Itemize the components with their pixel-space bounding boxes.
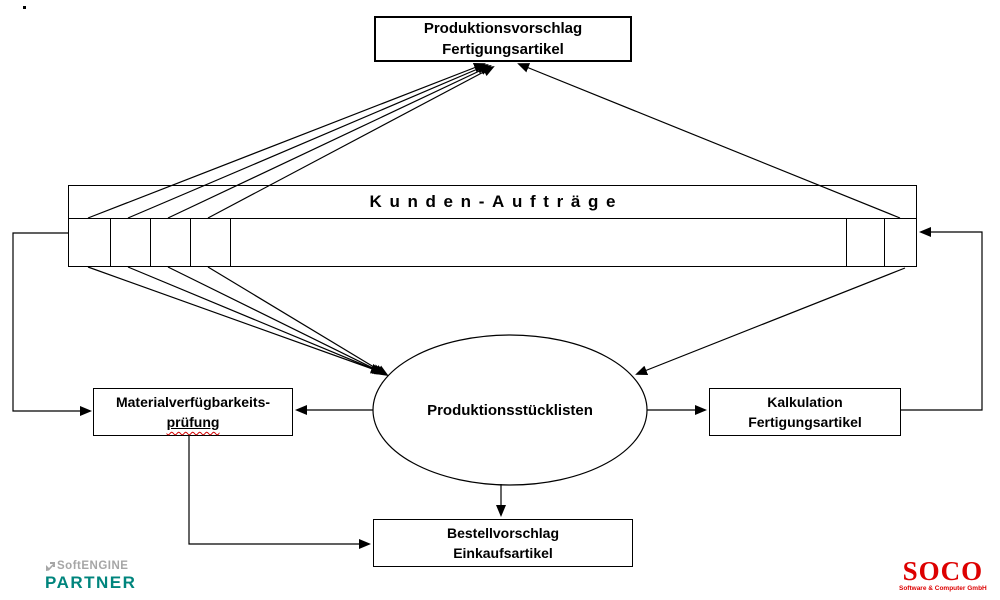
arrow-material-check-to-order-proposal	[188, 436, 371, 549]
order-cell-divider	[884, 219, 885, 266]
arrow-orders-to-material-check	[12, 232, 92, 416]
order-cell-divider	[230, 219, 231, 266]
material-availability-box: Materialverfügbarkeits- prüfung	[93, 388, 293, 436]
arrow-kalkulation-to-orders	[901, 227, 983, 411]
soco-logo: SOCO Software & Computer GmbH	[899, 558, 987, 593]
order-proposal-line2: Einkaufsartikel	[453, 545, 553, 561]
order-cell-divider	[190, 219, 191, 266]
kalkulation-box: Kalkulation Fertigungsartikel	[709, 388, 901, 436]
softengine-partner-logo: SoftENGINE PARTNER	[45, 560, 137, 592]
production-proposal-box: Produktionsvorschlag Fertigungsartikel	[374, 16, 632, 62]
soco-wordmark: SOCO	[902, 556, 984, 586]
soco-tagline: Software & Computer GmbH	[899, 585, 987, 592]
material-availability-line1: Materialverfügbarkeits-	[115, 394, 271, 410]
partner-wordmark: PARTNER	[45, 572, 137, 592]
kalkulation-line2: Fertigungsartikel	[748, 414, 862, 430]
arrows-orders-to-bom	[87, 266, 906, 377]
order-proposal-line1: Bestellvorschlag	[446, 525, 560, 541]
production-bom-label: Produktionsstücklisten	[427, 401, 593, 419]
production-proposal-line2: Fertigungsartikel	[442, 41, 564, 58]
softengine-wordmark: SoftENGINE	[57, 560, 129, 572]
customer-orders-title: Kunden-Aufträge	[69, 186, 916, 219]
northeast-arrow-icon	[45, 561, 56, 572]
spellchecked-word: prüfung	[166, 414, 220, 430]
material-availability-line2: prüfung	[167, 412, 220, 432]
production-proposal-line1: Produktionsvorschlag	[423, 20, 583, 37]
stray-dot	[23, 6, 26, 9]
order-cell-divider	[150, 219, 151, 266]
order-cell-divider	[110, 219, 111, 266]
customer-orders-box: Kunden-Aufträge	[68, 185, 917, 267]
kalkulation-line1: Kalkulation	[767, 394, 843, 410]
order-cell-divider	[846, 219, 847, 266]
order-proposal-box: Bestellvorschlag Einkaufsartikel	[373, 519, 633, 567]
arrows-orders-to-production-proposal	[87, 62, 901, 219]
